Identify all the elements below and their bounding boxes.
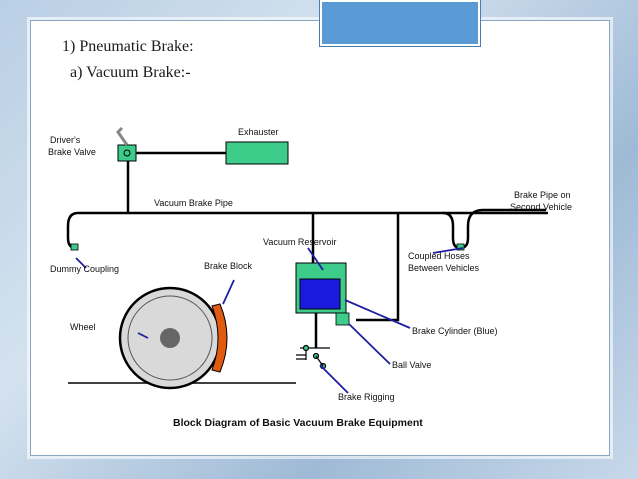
label-brake-cylinder: Brake Cylinder (Blue): [412, 326, 498, 336]
ball-valve: [335, 312, 350, 326]
label-drivers-1: Driver's: [50, 135, 81, 145]
brake-block: [211, 303, 228, 373]
label-ball-valve: Ball Valve: [392, 360, 431, 370]
brake-cylinder: [299, 278, 341, 310]
dummy-coupling: [70, 243, 79, 251]
label-coupled-hoses-1: Coupled Hoses: [408, 251, 470, 261]
label-vacuum-reservoir: Vacuum Reservoir: [263, 237, 336, 247]
label-vacuum-brake-pipe: Vacuum Brake Pipe: [154, 198, 233, 208]
brake-valve-handle: [116, 126, 129, 146]
label-brake-pipe-second-1: Brake Pipe on: [514, 190, 571, 200]
slide-subheading: a) Vacuum Brake:-: [70, 64, 191, 81]
title-accent-box: [319, 0, 481, 47]
label-dummy-coupling: Dummy Coupling: [50, 264, 119, 274]
brake-rigging: [296, 344, 330, 370]
label-brake-block: Brake Block: [204, 261, 253, 271]
exhauster: [225, 141, 289, 165]
drivers-brake-valve: [117, 144, 137, 162]
wheel: [118, 286, 222, 390]
label-coupled-hoses-2: Between Vehicles: [408, 263, 480, 273]
vacuum-brake-diagram: Driver's Brake Valve Exhauster Vacuum Br…: [48, 126, 572, 429]
coupled-hoses: [456, 243, 465, 251]
slide-heading: 1) Pneumatic Brake:: [62, 38, 194, 55]
label-drivers-2: Brake Valve: [48, 147, 96, 157]
leader-lines: [75, 247, 464, 394]
diagram-caption: Block Diagram of Basic Vacuum Brake Equi…: [173, 417, 423, 429]
label-brake-pipe-second-2: Second Vehicle: [510, 202, 572, 212]
label-exhauster: Exhauster: [238, 127, 279, 137]
label-wheel: Wheel: [70, 322, 96, 332]
label-brake-rigging: Brake Rigging: [338, 392, 395, 402]
